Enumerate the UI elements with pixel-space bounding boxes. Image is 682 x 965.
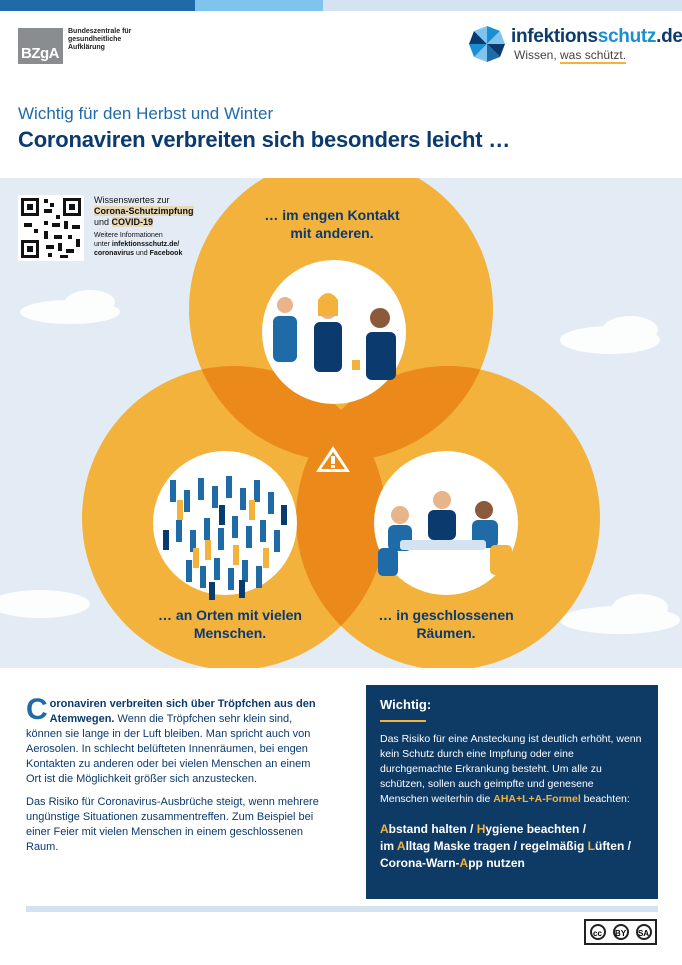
body-paragraph-2: Das Risiko für Coronavirus-Ausbrüche ste… bbox=[26, 796, 319, 853]
label-closed-rooms: … in geschlossenen Räumen. bbox=[378, 607, 514, 641]
qr-info-block: Wissenswertes zur Corona-Schutzimpfung u… bbox=[18, 195, 198, 265]
bottom-divider bbox=[26, 906, 658, 912]
subtitle: Wichtig für den Herbst und Winter bbox=[18, 104, 274, 123]
info-body: Das Risiko für eine Ansteckung ist deutl… bbox=[380, 733, 642, 805]
qr-code-icon[interactable] bbox=[18, 195, 84, 261]
sa-icon: SA bbox=[635, 924, 652, 940]
cloud-decoration bbox=[0, 290, 680, 634]
label-crowded-places: … an Orten mit vielen Menschen. bbox=[158, 607, 302, 641]
warning-triangle-icon bbox=[316, 446, 350, 472]
cc-license-badge[interactable]: cc BY SA bbox=[584, 919, 657, 945]
crowd-illustration bbox=[163, 476, 287, 600]
infektionsschutz-logo[interactable]: infektionsschutz.de Wissen, was schützt. bbox=[467, 24, 682, 68]
page-title: Coronaviren verbreiten sich besonders le… bbox=[18, 127, 511, 152]
cc-icon: cc bbox=[589, 924, 606, 940]
umbrella-icon bbox=[469, 26, 505, 62]
top-color-bar bbox=[0, 0, 682, 11]
info-divider bbox=[380, 720, 426, 722]
venn-diagram bbox=[0, 178, 680, 668]
site-tagline: Wissen, was schützt. bbox=[514, 48, 627, 64]
bzga-logo-mark: BZgA bbox=[18, 28, 63, 64]
label-close-contact: … im engen Kontakt mit anderen. bbox=[264, 207, 400, 241]
bzga-name: Bundeszentrale für gesundheitliche Aufkl… bbox=[68, 28, 132, 51]
info-title: Wichtig: bbox=[380, 697, 432, 712]
people-illustration-top bbox=[273, 293, 396, 380]
bzga-logo[interactable]: BZgA Bundeszentrale für gesundheitliche … bbox=[18, 28, 138, 68]
important-info-box: Wichtig: Das Risiko für eine Ansteckung … bbox=[366, 685, 658, 899]
qr-caption: Wissenswertes zur Corona-Schutzimpfung u… bbox=[94, 195, 194, 257]
venn-illustration: … im engen Kontakt mit anderen. … an Ort… bbox=[0, 178, 682, 668]
indoor-illustration bbox=[378, 491, 512, 576]
aha-rules: Abstand halten / Hygiene beachten / im A… bbox=[380, 822, 631, 870]
by-icon: BY bbox=[612, 924, 629, 940]
site-name: infektionsschutz.de bbox=[511, 26, 682, 47]
